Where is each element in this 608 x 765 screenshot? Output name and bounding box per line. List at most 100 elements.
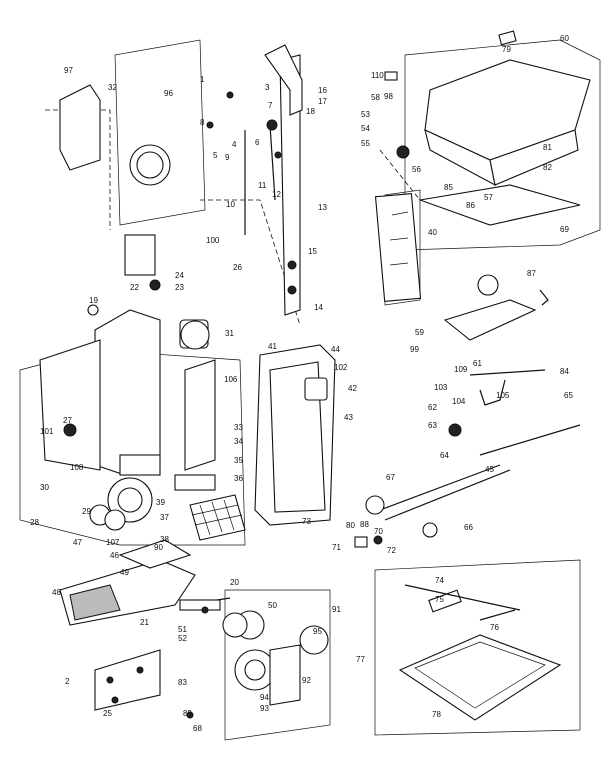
spring-wire [479,609,516,621]
handle-tube [279,54,301,316]
part-label-77: 77 [356,655,365,664]
hook-spring [539,289,549,306]
part-label-40: 40 [428,228,437,237]
fan-hub [117,487,143,513]
cord-hook [443,274,549,406]
switch-plate [94,649,161,711]
handle-release-rod [469,369,546,376]
part-label-38: 38 [160,535,169,544]
hook-wheel [477,274,499,296]
cord-clip-box [59,84,101,171]
drive-belt-line [404,584,521,611]
part-label-82: 82 [543,163,552,172]
leader-dashed-1 [45,109,111,230]
part-label-34: 34 [234,437,243,446]
part-label-28: 28 [30,518,39,527]
leader-dashed-3 [379,149,421,201]
part-label-101: 101 [40,427,54,436]
part-label-58: 58 [371,93,380,102]
hood-cover [384,30,591,226]
brushroll [179,599,221,611]
part-label-36: 36 [234,474,243,483]
handle-knob-upper [287,260,297,270]
panel-text-line [391,211,409,216]
part-label-35: 35 [234,456,243,465]
part-label-57: 57 [484,193,493,202]
part-label-92: 92 [302,676,311,685]
screw-5 [111,696,119,704]
screw-2 [206,121,214,129]
part-label-13: 13 [318,203,327,212]
part-label-61: 61 [473,359,482,368]
latch-screw [373,535,383,545]
part-label-56: 56 [412,165,421,174]
part-label-78: 78 [432,710,441,719]
part-label-17: 17 [318,97,327,106]
agitator [365,423,581,538]
part-label-37: 37 [160,513,169,522]
part-label-109: 109 [454,365,468,374]
part-label-23: 23 [175,283,184,292]
part-label-76: 76 [490,623,499,632]
part-label-69: 69 [560,225,569,234]
part-label-86: 86 [466,201,475,210]
part-label-73: 73 [302,517,311,526]
part-label-89: 89 [183,709,192,718]
agitator-brush [384,469,511,521]
part-label-66: 66 [464,523,473,532]
part-label-75: 75 [435,595,444,604]
chamber-box [184,359,216,471]
screw-3 [201,606,209,614]
panel-text-line [389,262,409,266]
spacer-ring [180,320,210,350]
part-label-60: 60 [560,34,569,43]
handle-assembly [244,44,303,316]
plate-screw [106,676,114,684]
handle-knob-lower [287,285,297,295]
hook-bracket [443,299,537,341]
part-label-55: 55 [361,139,370,148]
nozzle-base [59,539,231,626]
part-label-6: 6 [255,138,260,147]
part-label-110: 110 [371,71,384,80]
bag-housing [254,344,336,526]
part-label-44: 44 [331,345,340,354]
part-label-70: 70 [374,527,383,536]
part-label-9: 9 [225,153,230,162]
motor-shaft [244,659,266,681]
nozzle-front [69,584,121,621]
motor [234,610,329,706]
part-label-39: 39 [156,498,165,507]
housing-left [94,309,161,476]
part-label-99: 99 [410,345,419,354]
part-label-67: 67 [386,473,395,482]
part-label-8: 8 [200,118,205,127]
part-label-27: 27 [63,416,72,425]
handle-grip [264,44,303,116]
plate-body [94,649,161,711]
part-label-68: 68 [193,724,202,733]
part-label-85: 85 [444,183,453,192]
agitator-bearing [422,522,438,538]
part-label-83: 83 [178,678,187,687]
housing-base [119,454,161,476]
panel-text-line [389,237,409,241]
part-label-53: 53 [361,110,370,119]
agitator-shaft [379,464,501,511]
part-label-26: 26 [233,263,242,272]
part-label-50: 50 [268,601,277,610]
bag-chamber [174,319,246,541]
part-label-79: 79 [502,45,511,54]
part-label-21: 21 [140,618,149,627]
part-label-19: 19 [89,296,98,305]
bumper [118,539,192,569]
part-label-30: 30 [40,483,49,492]
part-label-41: 41 [268,342,277,351]
part-label-80: 80 [346,521,355,530]
part-label-90: 90 [154,543,163,552]
cord-holder-panel [124,234,156,276]
part-label-105: 105 [496,391,510,400]
part-label-32: 32 [108,83,117,92]
